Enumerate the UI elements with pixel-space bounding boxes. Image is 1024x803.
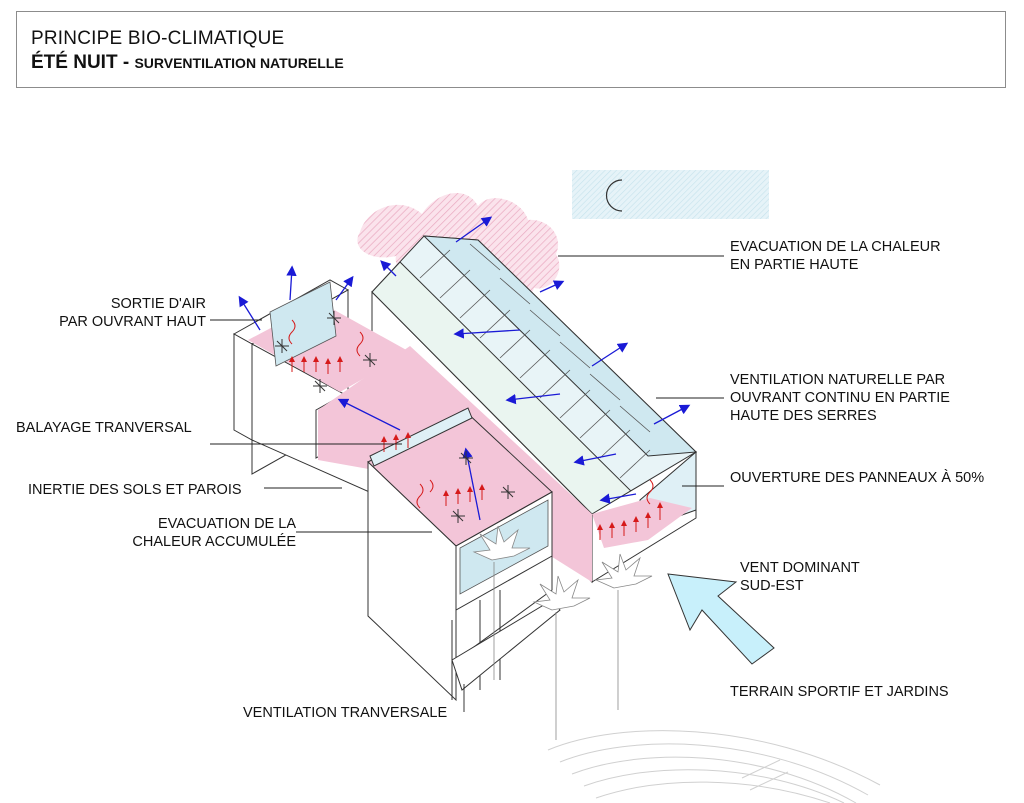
label-sortie-air-line1: SORTIE D'AIR — [110, 296, 206, 312]
label-evac-accumulee-line2: CHALEUR ACCUMULÉE — [132, 534, 296, 550]
label-vent-line1: VENT DOMINANT — [740, 560, 860, 576]
label-vent-line2: SUD-EST — [740, 578, 804, 594]
subtitle-main: ÉTÉ NUIT - — [31, 52, 135, 73]
label-ventilation-transversale: VENTILATION TRANVERSALE — [243, 705, 448, 721]
crescent-moon-icon — [605, 179, 623, 212]
label-ventil-nat-line1: VENTILATION NATURELLE PAR — [730, 372, 946, 388]
diagram-title: PRINCIPE BIO-CLIMATIQUE — [31, 28, 285, 49]
sports-track — [547, 730, 881, 803]
subtitle-sub: SURVENTILATION NATURELLE — [134, 55, 344, 71]
greenhouse-building — [371, 235, 698, 584]
palm-trees — [472, 525, 653, 740]
label-evac-chaleur-line1: EVACUATION DE LA CHALEUR — [730, 239, 941, 255]
diagram-subtitle: ÉTÉ NUIT - SURVENTILATION NATURELLE — [31, 52, 344, 74]
label-terrain: TERRAIN SPORTIF ET JARDINS — [730, 684, 949, 700]
wind-arrow-icon — [667, 573, 775, 665]
label-inertie: INERTIE DES SOLS ET PAROIS — [28, 482, 242, 498]
label-balayage: BALAYAGE TRANVERSAL — [16, 420, 192, 436]
accumulated-heat-waves — [288, 319, 654, 509]
label-sortie-air: SORTIE D'AIR PAR OUVRANT HAUT — [59, 295, 206, 331]
air-flow-arrows — [238, 216, 691, 521]
label-ventil-nat-line2: OUVRANT CONTINU EN PARTIE — [730, 390, 950, 406]
title-box: PRINCIPE BIO-CLIMATIQUE ÉTÉ NUIT - SURVE… — [16, 11, 1006, 88]
label-ventil-nat-line3: HAUTE DES SERRES — [730, 408, 877, 424]
heat-arrows — [289, 356, 663, 540]
leader-lines — [210, 255, 724, 712]
night-sky — [572, 170, 769, 219]
label-evac-chaleur-line2: EN PARTIE HAUTE — [730, 257, 859, 273]
label-ventilation-naturelle: VENTILATION NATURELLE PAR OUVRANT CONTIN… — [730, 371, 950, 425]
label-evac-accumulee-line1: EVACUATION DE LA — [157, 516, 296, 532]
ceiling-fan-icon — [275, 311, 515, 523]
label-ouverture: OUVERTURE DES PANNEAUX À 50% — [730, 470, 985, 486]
label-vent-dominant: VENT DOMINANT SUD-EST — [740, 559, 860, 595]
label-evac-accumulee: EVACUATION DE LA CHALEUR ACCUMULÉE — [132, 515, 296, 551]
label-sortie-air-line2: PAR OUVRANT HAUT — [59, 314, 206, 330]
label-evac-chaleur: EVACUATION DE LA CHALEUR EN PARTIE HAUTE — [730, 238, 941, 274]
